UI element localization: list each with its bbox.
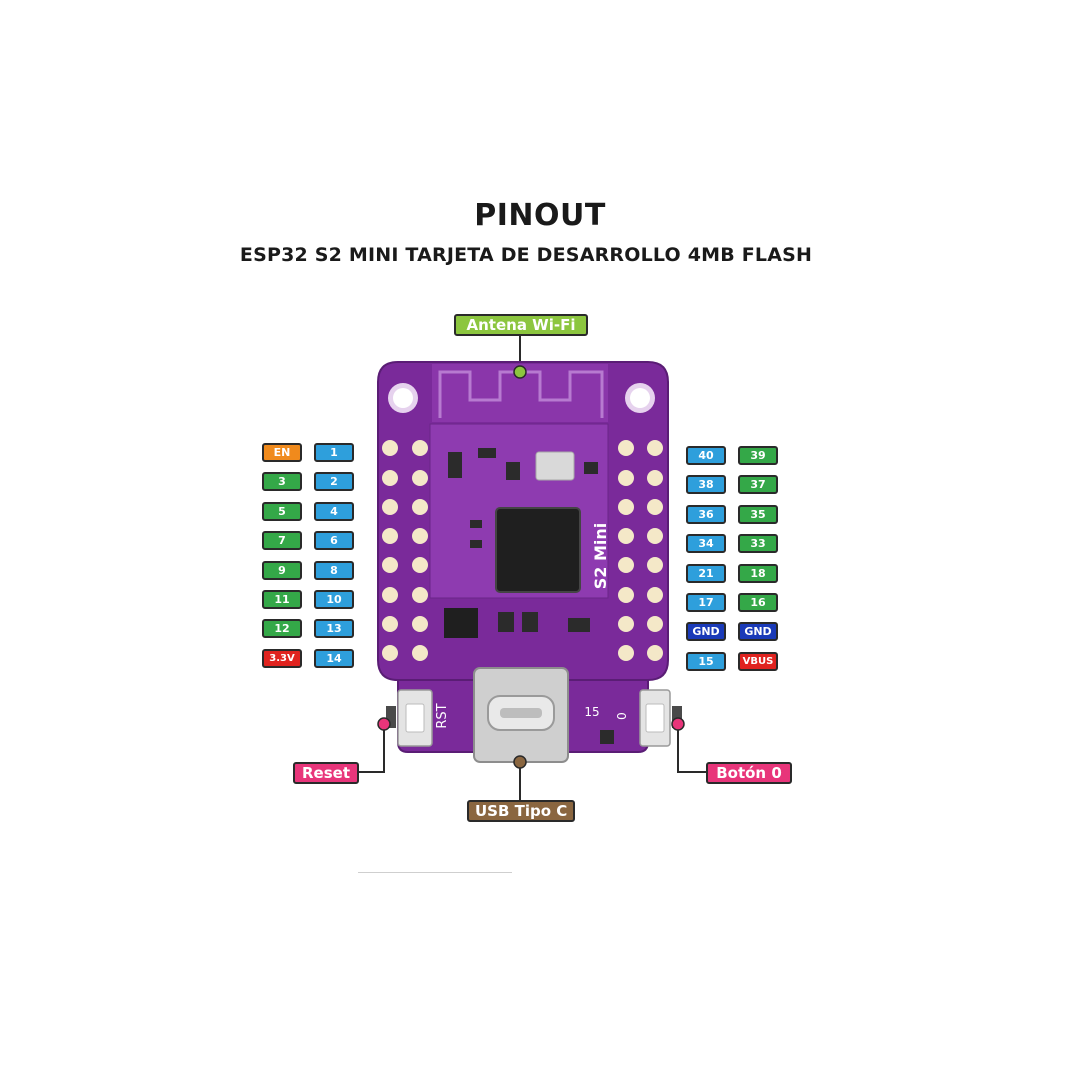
left-header-pads — [382, 440, 428, 661]
reset-label: Reset — [293, 762, 359, 784]
reset-leader — [358, 724, 385, 773]
silk-reset: RST — [435, 703, 450, 728]
pin-label: 15 — [686, 652, 726, 671]
antenna-point — [513, 365, 527, 379]
pin-label: 9 — [262, 561, 302, 580]
silk-0: 0 — [615, 712, 629, 720]
pin-label: 40 — [686, 446, 726, 465]
mount-hole-right-inner — [630, 388, 650, 408]
pin-label: VBUS — [738, 652, 778, 671]
crystal — [535, 451, 575, 481]
right-header-pads — [618, 440, 663, 661]
pin-label: 2 — [314, 472, 354, 491]
pin-label: 33 — [738, 534, 778, 553]
antenna-label: Antena Wi-Fi — [454, 314, 588, 336]
mount-hole-left-inner — [393, 388, 413, 408]
pin-label: 14 — [314, 649, 354, 668]
pin-label: 38 — [686, 475, 726, 494]
pin-label: 4 — [314, 502, 354, 521]
boot-label: Botón 0 — [706, 762, 792, 784]
pin-label: 21 — [686, 564, 726, 583]
pin-label: 11 — [262, 590, 302, 609]
page-title: PINOUT — [474, 198, 606, 233]
silk-model: S2 Mini — [591, 523, 610, 590]
pin-label: 34 — [686, 534, 726, 553]
pin-label: 35 — [738, 505, 778, 524]
pin-label: 1 — [314, 443, 354, 462]
pin-label: EN — [262, 443, 302, 462]
pin-label: 39 — [738, 446, 778, 465]
pin-label: 16 — [738, 593, 778, 612]
main-chip — [495, 507, 581, 593]
boot-leader — [677, 724, 706, 773]
silk-15: 15 — [584, 705, 599, 719]
boot-point — [671, 717, 685, 731]
pin-label: 7 — [262, 531, 302, 550]
pin-label: 8 — [314, 561, 354, 580]
pin-label: 6 — [314, 531, 354, 550]
pin-label: 13 — [314, 619, 354, 638]
regulator — [444, 608, 478, 638]
page-subtitle: ESP32 S2 MINI TARJETA DE DESARROLLO 4MB … — [239, 244, 813, 266]
pin-label: 12 — [262, 619, 302, 638]
pin-label: 17 — [686, 593, 726, 612]
reset-point — [377, 717, 391, 731]
pin-label: 10 — [314, 590, 354, 609]
pin-label: GND — [738, 622, 778, 641]
pin-label: 3 — [262, 472, 302, 491]
pin-label: 3.3V — [262, 649, 302, 668]
divider — [358, 872, 512, 873]
pin-label: 36 — [686, 505, 726, 524]
usb-point — [513, 755, 527, 769]
pin-label: 37 — [738, 475, 778, 494]
usb-label: USB Tipo C — [467, 800, 575, 822]
pin-label: 5 — [262, 502, 302, 521]
pin-label: GND — [686, 622, 726, 641]
pin-label: 18 — [738, 564, 778, 583]
